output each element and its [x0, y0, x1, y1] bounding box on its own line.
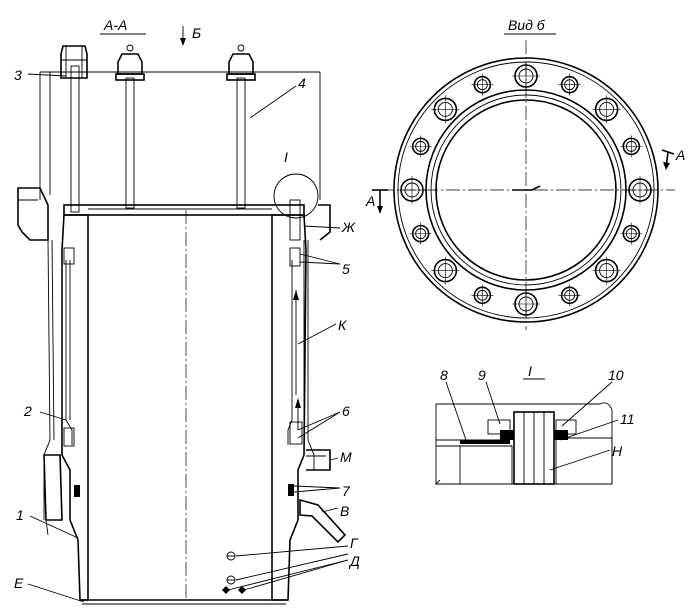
callout-n: Н — [612, 443, 623, 459]
liner-right-wall — [271, 214, 307, 601]
callout-5: 5 — [342, 261, 350, 277]
callout-zh: Ж — [341, 219, 356, 235]
callout-g: Г — [350, 535, 359, 551]
view-b-title: Вид б — [508, 17, 546, 33]
callout-m: М — [340, 449, 352, 465]
callout-10: 10 — [608, 367, 624, 383]
detail-i — [435, 378, 619, 486]
stud-middle — [115, 44, 145, 209]
callout-e: Е — [14, 575, 24, 591]
cut-letter-right: А — [675, 147, 685, 163]
callout-2: 2 — [23, 403, 32, 419]
callout-d: Д — [348, 553, 360, 569]
section-title: А-А — [103, 17, 127, 33]
stud-right — [226, 44, 256, 209]
callout-3: 3 — [14, 67, 22, 83]
callout-9: 9 — [478, 367, 486, 383]
callout-detail-i: I — [284, 149, 288, 165]
callout-11: 11 — [620, 411, 635, 427]
flange-bolt-holes — [398, 62, 654, 318]
drain-markers — [222, 551, 246, 594]
view-arrow-letter: Б — [192, 25, 201, 41]
callout-4: 4 — [298, 75, 306, 91]
callout-8: 8 — [440, 367, 448, 383]
stud-left — [60, 45, 88, 213]
callout-v: В — [340, 503, 349, 519]
detail-title: I — [528, 363, 532, 379]
callout-1: 1 — [16, 507, 24, 523]
callout-k: К — [338, 317, 347, 333]
callout-7: 7 — [342, 483, 351, 499]
callout-6: 6 — [342, 403, 350, 419]
cut-letter-left: А — [365, 193, 375, 209]
section-view — [17, 26, 349, 605]
view-b — [372, 40, 675, 330]
